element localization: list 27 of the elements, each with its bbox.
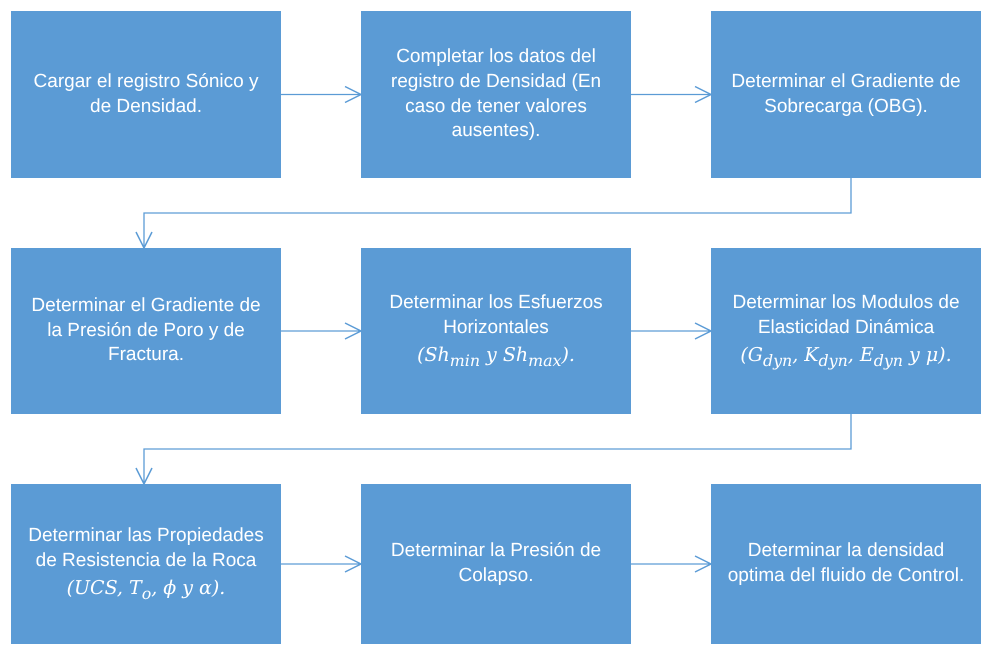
- arrow: [135, 414, 852, 485]
- arrow: [631, 86, 712, 104]
- arrow: [281, 322, 362, 340]
- arrow: [631, 555, 712, 573]
- step-text: Determinar la densidad optima del fluido de Control.: [727, 539, 965, 588]
- step-text: Cargar el registro Sónico y de Densidad.: [32, 70, 260, 118]
- step-text: Completar los datos del registro de Densidad (En caso de tener valores ausentes).: [390, 45, 602, 144]
- process-box: [361, 248, 631, 414]
- process-box: [11, 11, 281, 178]
- process-box: [361, 484, 631, 644]
- step-text: Determinar las Propiedades de Resistencia de la Roca: [27, 524, 265, 573]
- formula-text: (Sh$_{min}$ y Sh$_{max}$).: [417, 342, 575, 371]
- process-box: [361, 11, 631, 178]
- process-box: [711, 248, 981, 414]
- formula-text: (G$_{dyn}$, K$_{dyn}$, E$_{dyn}$ y μ).: [740, 342, 952, 371]
- step-text: Determinar el Gradiente de Sobrecarga (OBG).: [730, 70, 962, 118]
- arrow: [135, 178, 852, 249]
- arrow: [631, 322, 712, 340]
- process-box: [711, 484, 981, 644]
- step-text: Determinar el Gradiente de la Presión de Poro y de Fractura.: [30, 294, 262, 368]
- arrow: [281, 86, 362, 104]
- process-box: [11, 248, 281, 414]
- step-text: Determinar la Presión de Colapso.: [390, 539, 602, 588]
- arrow: [281, 555, 362, 573]
- process-box: [711, 11, 981, 178]
- formula-text: (UCS, T$_{o}$, ϕ y α).: [66, 576, 226, 604]
- process-box: [11, 484, 281, 644]
